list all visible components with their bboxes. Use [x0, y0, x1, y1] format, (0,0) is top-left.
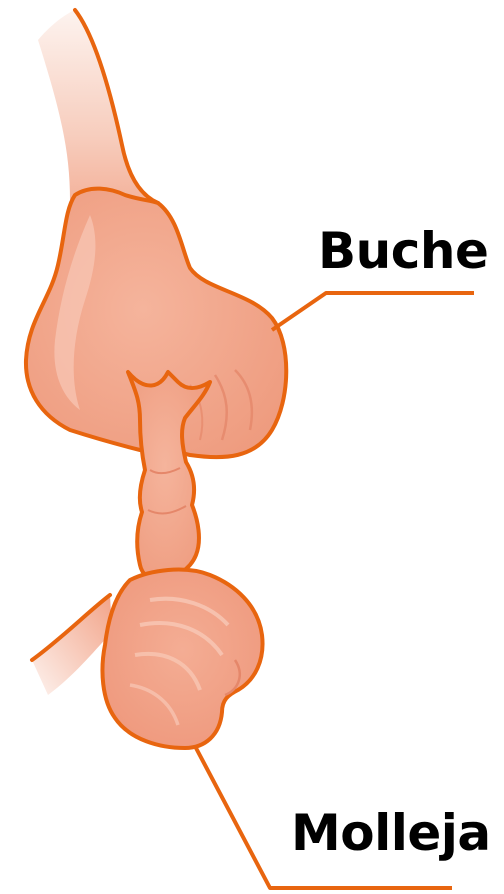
crop-leader-line	[272, 293, 474, 330]
proventriculus	[128, 372, 210, 580]
lower-tube	[32, 595, 112, 695]
gizzard-label: Molleja	[291, 808, 491, 858]
crop-label: Buche	[318, 226, 488, 276]
gizzard	[102, 570, 262, 748]
